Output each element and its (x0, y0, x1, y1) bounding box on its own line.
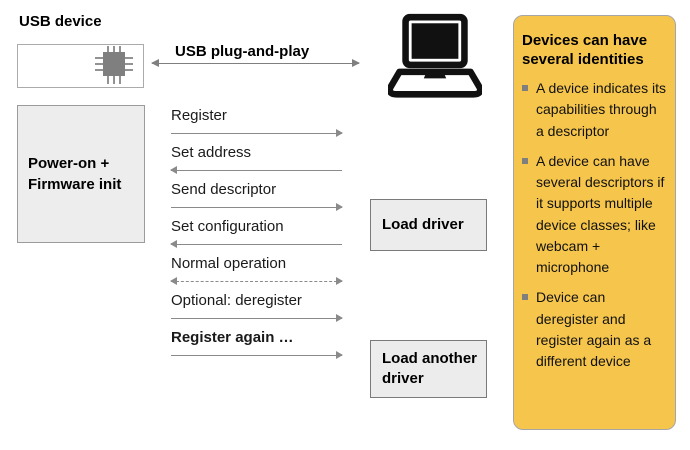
plug-and-play-label: USB plug-and-play (175, 43, 310, 60)
message-label: Register again … (171, 329, 294, 346)
message-label: Register (171, 107, 227, 124)
load-another-driver-box: Load another driver (370, 340, 487, 398)
power-on-label: Power-on + Firmware init (28, 155, 122, 193)
bullet-text: A device can have several descriptors if… (536, 152, 665, 276)
message-label: Set address (171, 144, 252, 161)
arrow-right-icon (171, 203, 343, 212)
message-label: Normal operation (171, 255, 287, 272)
arrow-left-icon (170, 240, 342, 249)
laptop-icon (388, 13, 482, 98)
identities-panel: Devices can have several identities A de… (513, 15, 676, 430)
double-arrow-icon (151, 58, 360, 67)
arrow-right-icon (171, 314, 343, 323)
message-row-optional-deregister: Optional: deregister (171, 292, 343, 324)
message-label: Set configuration (171, 218, 284, 235)
bullet-text: A device indicates its capabilities thro… (536, 80, 666, 139)
bullet-item: Device can deregister and register again… (522, 287, 668, 372)
message-row-register: Register (171, 107, 343, 139)
square-bullet-icon (522, 157, 528, 164)
message-row-set-address: Set address (170, 144, 342, 176)
panel-title: Devices can have several identities (522, 32, 648, 69)
message-row-register-again: Register again … (171, 329, 343, 361)
dashed-double-arrow-icon (170, 277, 343, 286)
bullet-item: A device can have several descriptors if… (522, 151, 668, 279)
message-row-set-configuration: Set configuration (170, 218, 342, 250)
load-driver-label: Load driver (382, 215, 464, 233)
square-bullet-icon (522, 85, 528, 92)
arrow-left-icon (170, 166, 342, 175)
bullet-item: A device indicates its capabilities thro… (522, 78, 668, 142)
usb-device-title: USB device (19, 13, 102, 30)
arrow-right-icon (171, 351, 343, 360)
power-on-box: Power-on + Firmware init (17, 105, 145, 243)
message-label: Optional: deregister (171, 292, 302, 309)
message-label: Send descriptor (171, 181, 277, 198)
arrow-right-icon (171, 129, 343, 138)
message-row-send-descriptor: Send descriptor (171, 181, 343, 213)
bullet-text: Device can deregister and register again… (536, 289, 652, 370)
load-driver-box: Load driver (370, 199, 487, 251)
square-bullet-icon (522, 294, 528, 301)
chip-icon (95, 46, 133, 84)
load-another-driver-label: Load another driver (382, 349, 478, 387)
message-row-normal-operation: Normal operation (170, 255, 343, 287)
